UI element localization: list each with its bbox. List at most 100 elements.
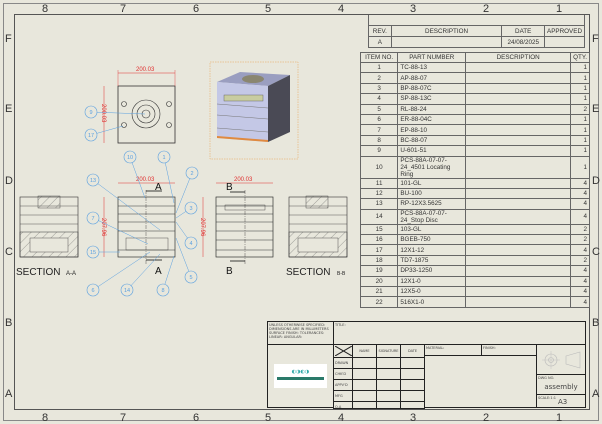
balloon-2[interactable]: 2 (175, 166, 199, 214)
bom-part-number: U-601-51 (397, 145, 467, 157)
front-view[interactable]: 200.03 207.96 A A (100, 177, 176, 277)
zone-row-label: C (592, 246, 600, 258)
balloon-number: 4 (189, 241, 192, 247)
bom-description (465, 134, 572, 147)
zone-column-label: 1 (556, 412, 563, 424)
bom-header-qty: QTY. (570, 52, 590, 63)
bom-item-no: 7 (359, 124, 399, 136)
title-label: TITLE: (335, 323, 346, 327)
bom-part-number: RL-88-24 (397, 103, 467, 115)
balloon-circle (86, 173, 100, 187)
bom-qty: 4 (570, 177, 590, 189)
balloon-6[interactable]: 6 (86, 251, 151, 297)
zone-row-label: A (5, 388, 13, 400)
drawing-number-field[interactable]: DWG NO. assembly (536, 374, 586, 395)
side-height-dimension: 207.96 (199, 218, 205, 237)
drawing-frame (14, 14, 590, 410)
balloon-circle (84, 105, 98, 119)
side-view[interactable]: 200.03 207.96 B B (199, 177, 274, 277)
balloon-8[interactable]: 8 (156, 255, 175, 297)
balloon-circle (185, 166, 199, 180)
section-a-a-view[interactable]: SECTION A-A (16, 195, 79, 278)
third-angle-projection-icon (542, 351, 581, 369)
bom-part-number: DP33-1250 (397, 265, 467, 277)
bom-qty: 4 (570, 275, 590, 288)
cross-mark-icon (334, 345, 353, 357)
rev-date: 24/08/2025 (501, 36, 545, 48)
company-logo: ◐◑◐◑ (274, 364, 327, 388)
balloon-4[interactable]: 4 (175, 221, 198, 250)
bom-part-number: 12X1-0 (397, 275, 467, 288)
section-b-b-view[interactable]: SECTION B-B (286, 195, 348, 278)
rev-header: REV. (368, 25, 392, 37)
bom-item-no: 13 (359, 198, 399, 210)
bom-description (465, 113, 572, 126)
balloon-3[interactable]: 3 (175, 201, 198, 219)
bom-item-no: 10 (359, 155, 399, 179)
rev-date-header: DATE (501, 25, 545, 37)
balloon-7[interactable]: 7 (86, 211, 149, 245)
balloon-13[interactable]: 13 (86, 173, 161, 231)
balloon-17[interactable]: 17 (84, 125, 124, 142)
title-field[interactable]: TITLE: (333, 321, 586, 345)
bom-part-number: TD7-1875 (397, 254, 467, 267)
balloon-number: 17 (88, 133, 94, 139)
approval-cell[interactable] (376, 401, 401, 409)
balloon-1[interactable]: 1 (157, 150, 175, 204)
rev-value: A (368, 36, 392, 48)
scale-field[interactable]: SCALE:1:1 A3 (536, 394, 586, 408)
zone-row-label: E (5, 103, 13, 115)
approval-cell[interactable] (400, 401, 425, 409)
balloon-5[interactable]: 5 (175, 237, 198, 284)
bom-part-number: SP-88-13C (397, 93, 467, 105)
bom-description (465, 145, 572, 157)
zone-column-label: 4 (338, 3, 345, 15)
zone-row-label: F (5, 33, 12, 45)
balloon-14[interactable]: 14 (120, 253, 161, 297)
top-view[interactable]: 200.03 200.03 (100, 67, 176, 144)
side-width-dimension: 200.03 (234, 177, 253, 183)
balloon-number: 10 (127, 155, 133, 161)
zone-row-label: B (592, 317, 600, 329)
zone-column-label: 8 (42, 3, 49, 15)
projection-symbol (536, 344, 586, 375)
balloon-15[interactable]: 15 (86, 245, 120, 259)
bom-item-no: 20 (359, 275, 399, 288)
balloon-number: 5 (189, 275, 192, 281)
front-height-dimension: 207.96 (100, 218, 106, 237)
bom-item-no: 18 (359, 254, 399, 267)
zone-row-label: D (592, 175, 600, 187)
bom-qty: 4 (570, 187, 590, 200)
balloon-circle (157, 150, 171, 164)
balloon-10[interactable]: 10 (123, 150, 146, 199)
balloon-9[interactable]: 9 (84, 105, 146, 119)
approval-cell[interactable] (352, 401, 377, 409)
isometric-view[interactable] (209, 61, 299, 160)
bom-part-number: ER-88-04C (397, 113, 467, 126)
bom-part-number: 12X5-0 (397, 286, 467, 298)
company-logo-area: ◐◑◐◑ (267, 344, 334, 408)
